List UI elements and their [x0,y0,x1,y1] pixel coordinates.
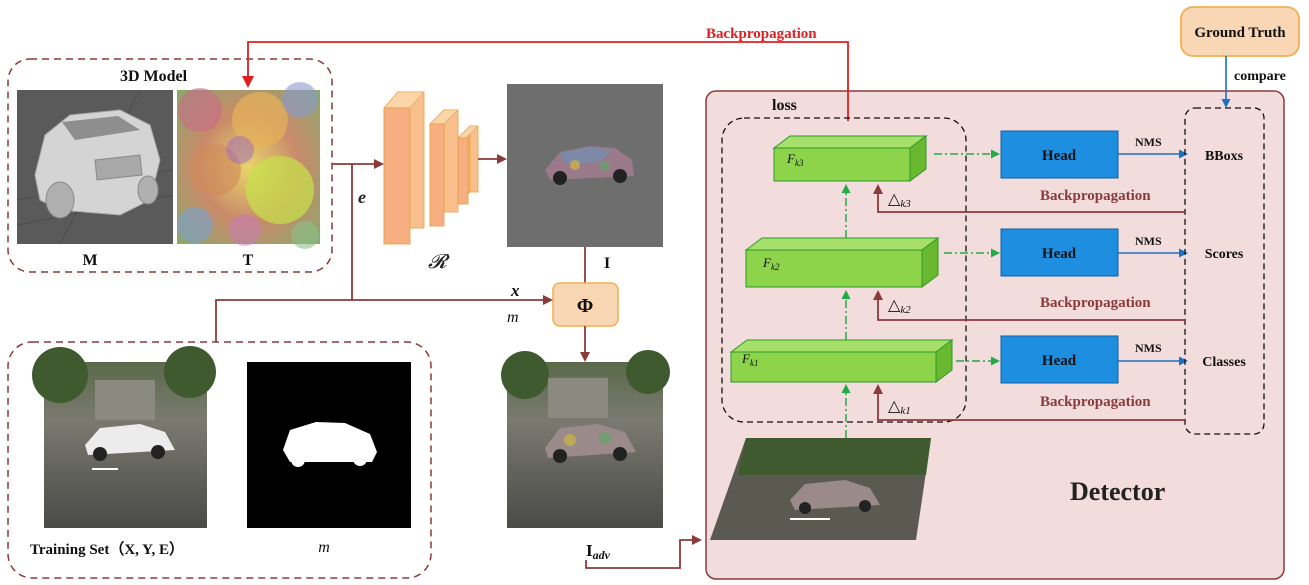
feature-k1 [729,339,954,383]
ground-truth-box [1180,6,1300,57]
mesh-label: M [82,252,97,269]
training-box [7,341,432,579]
backprop-k2-label: Backpropagation [1040,295,1151,311]
output-bboxs: BBoxs [1205,149,1244,164]
backprop-k3-label: Backpropagation [1040,188,1151,204]
detector-input-image [710,438,931,540]
texture-label: T [243,252,254,269]
detector-title: Detector [1070,477,1165,506]
mesh-image [16,89,174,245]
m-label: m [507,309,519,326]
output-classes: Classes [1202,355,1246,370]
feature-k1-label: Fk1 [741,351,758,368]
backprop-k1-label: Backpropagation [1040,394,1151,410]
mask-image [247,362,411,528]
renderer-block [383,90,479,246]
nms-1-label: NMS [1135,135,1162,149]
model-title: 3D Model [120,68,188,85]
delta-k1-label: △k1 [888,398,911,417]
backbone-box [721,117,967,423]
head-2-label: Head [1042,246,1077,262]
adv-label-main: I [586,541,593,560]
head-1-label: Head [1042,148,1077,164]
e-label: e [358,187,366,207]
outputs-box [1184,107,1265,435]
backprop-k1-arrow [873,384,1185,421]
feature-k3-label: Fk3 [786,151,804,168]
loss-label: loss [772,97,797,114]
feature-k2 [744,237,940,288]
head-3-label: Head [1042,353,1077,369]
backprop-k2-arrow [873,290,1185,321]
compare-label: compare [1234,69,1286,84]
render-label: I [604,255,610,272]
rendered-image [507,84,663,247]
adv-label-sub: adv [593,548,611,562]
adv-label: Iadv [586,541,611,562]
feature-k3 [772,135,928,182]
feature-k2-label: Fk2 [762,255,780,272]
phi-symbol: Φ [577,295,594,317]
training-image [32,346,216,528]
backprop-k3-arrow [873,184,1185,213]
ground-truth-label: Ground Truth [1194,25,1286,41]
top-backprop-arrow [242,41,849,121]
top-backprop-label: Backpropagation [706,26,817,42]
renderer-symbol: 𝓡 [428,251,450,273]
model-box [7,58,333,273]
nms-3-label: NMS [1135,341,1162,355]
output-scores: Scores [1205,247,1244,262]
nms-2-label: NMS [1135,234,1162,248]
adv-image [501,350,670,528]
training-to-phi-line [215,295,553,342]
mask-label: m [318,539,330,556]
head-2 [1000,228,1119,277]
adv-to-detector-arrow [585,535,702,569]
texture-image [177,82,320,249]
training-label: Training Set（X, Y, E） [30,540,184,558]
delta-k2-label: △k2 [888,297,911,316]
delta-k3-label: △k3 [888,191,911,210]
head-1 [1000,130,1119,179]
x-label: x [510,281,520,300]
head-3 [1000,335,1119,384]
